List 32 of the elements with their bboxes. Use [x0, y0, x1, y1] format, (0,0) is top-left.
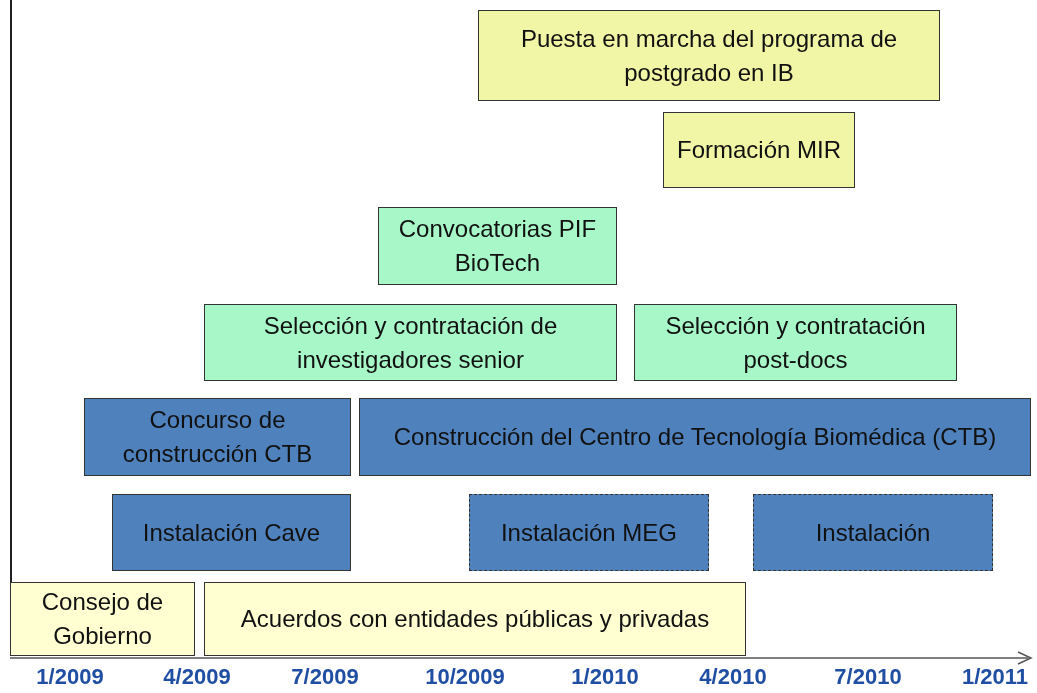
task-label: Instalación MEG: [500, 517, 678, 548]
task-label: Selección y contratación post-docs: [664, 310, 927, 375]
task-label: Puesta en marcha del programa de postgrado en IB: [519, 23, 899, 88]
task-bar: [359, 398, 1031, 476]
axis-tick-label: 1/2011: [960, 664, 1030, 690]
task-bar: [112, 494, 351, 571]
task-label: Acuerdos con entidades públicas y privadas: [240, 604, 710, 635]
task-bar: [634, 304, 957, 381]
task-bar: [478, 10, 940, 101]
axis-tick-label: 1/2010: [570, 664, 640, 690]
task-bar: [753, 494, 993, 571]
task-label: Consejo de Gobierno: [40, 587, 165, 651]
task-label: Convocatorias PIF BioTech: [397, 214, 598, 278]
axis-tick-label: 4/2009: [162, 664, 232, 690]
axis-tick-label: 4/2010: [698, 664, 768, 690]
task-label: Construcción del Centro de Tecnología Biomédica (CTB): [393, 422, 997, 453]
task-label: Concurso de construcción CTB: [121, 405, 314, 469]
task-bar: [84, 398, 351, 476]
task-label: Instalación Cave: [142, 517, 321, 548]
task-bar: [204, 304, 617, 381]
task-label: Instalación: [815, 517, 931, 548]
task-label: Selección y contratación de investigadores senior: [262, 310, 559, 375]
task-bar: [204, 582, 746, 656]
task-bar: [469, 494, 709, 571]
axis-tick-label: 7/2009: [290, 664, 360, 690]
task-bar: [378, 207, 617, 285]
axis-tick-label: 7/2010: [833, 664, 903, 690]
axis-tick-label: 1/2009: [35, 664, 105, 690]
task-bar: [10, 582, 195, 656]
task-bar: [663, 112, 855, 188]
axis-tick-label: 10/2009: [424, 664, 506, 690]
task-label: Formación MIR: [677, 135, 841, 166]
